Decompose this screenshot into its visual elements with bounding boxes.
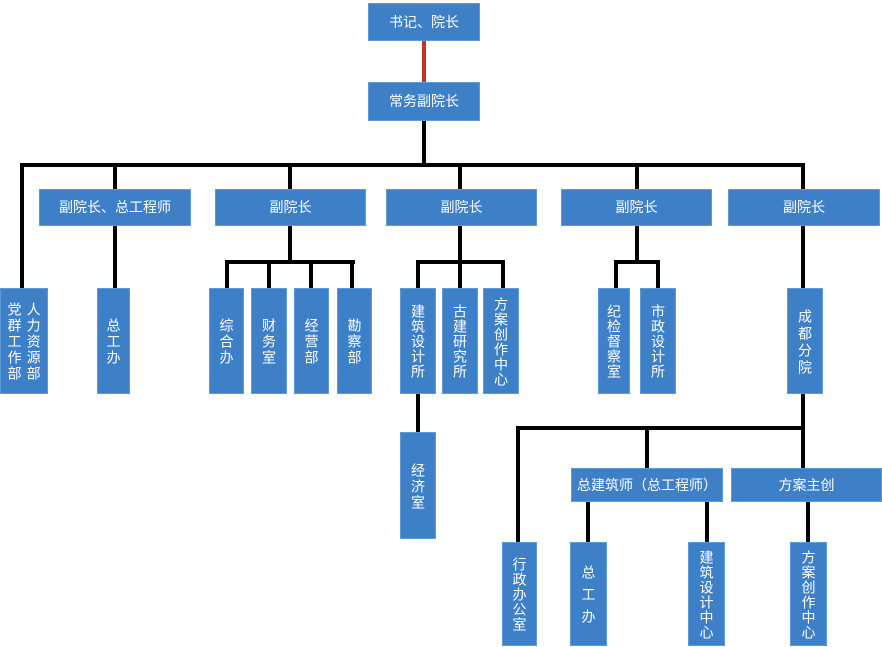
node-scheme-creation-center: 方案创作中心 (483, 288, 519, 394)
node-operations-dept: 经营部 (294, 288, 329, 394)
connector-vp3-drop-ancient-institute (458, 262, 462, 288)
node-survey-dept: 勘察部 (337, 288, 372, 394)
node-architecture-design-institute: 建筑设计所 (400, 288, 436, 394)
node-hr-dept-label: 人力资源部 (25, 302, 42, 382)
connector-branch-drop-chief-architect (645, 428, 649, 468)
connector-vp3-drop-scheme-center (501, 262, 505, 288)
node-finance-office: 财务室 (251, 288, 287, 394)
connector-vp3-stem (458, 226, 462, 264)
node-architecture-design-center: 建筑设计中心 (688, 542, 725, 646)
connector-executive-stem (422, 121, 426, 165)
connector-drop-vp5 (801, 165, 805, 191)
connector-vp4-drop-discipline-office (614, 262, 618, 288)
connector-vp2-horizontal (225, 260, 355, 264)
node-chief-architect: 总建筑师（总工程师） (571, 468, 723, 502)
node-vp-5: 副院长 (728, 189, 880, 226)
node-chief-engineer-office: 总工办 (97, 288, 130, 394)
node-plan-lead: 方案主创 (731, 468, 882, 502)
node-vp-3: 副院长 (386, 189, 537, 226)
connector-drop-vp1 (113, 165, 117, 191)
connector-chengdu-branch-stem (801, 394, 805, 468)
connector-drop-direct-departments (20, 165, 24, 288)
node-branch-scheme-creation-center: 方案创作中心 (790, 542, 827, 646)
connector-drop-vp3 (458, 165, 462, 191)
connector-vp4-horizontal (614, 260, 660, 264)
connector-vp2-stem (288, 226, 292, 264)
node-party-mass-and-hr-dept: 党群工作部 人力资源部 (0, 288, 48, 394)
connector-chief-architect-drop-design-center (705, 502, 709, 542)
connector-drop-vp2 (288, 165, 292, 191)
connector-vp3-drop-architecture-institute (416, 262, 420, 288)
connector-chairman-executive (422, 41, 426, 82)
node-general-office: 综合办 (209, 288, 244, 394)
node-vp-2: 副院长 (215, 189, 366, 226)
node-economy-office: 经济室 (400, 432, 436, 539)
connector-plan-lead-drop-scheme-center (806, 502, 810, 542)
connector-vp2-drop-general-office (225, 262, 229, 288)
connector-vp2-drop-finance-office (267, 262, 271, 288)
connector-branch-horizontal (516, 426, 805, 430)
node-executive-vp: 常务副院长 (368, 82, 480, 121)
node-party-mass-dept-label: 党群工作部 (6, 302, 23, 382)
connector-vp1-chief-engineer-office (113, 226, 117, 288)
node-discipline-inspection-office: 纪检督察室 (598, 288, 630, 394)
connector-vp2-drop-survey-dept (350, 262, 354, 288)
connector-main-horizontal (20, 163, 805, 167)
node-ancient-architecture-institute: 古建研究所 (442, 288, 478, 394)
node-branch-chief-engineer-office: 总工办 (570, 542, 607, 646)
node-chairman: 书记、院长 (368, 3, 480, 41)
connector-branch-drop-admin-office (516, 428, 520, 542)
connector-chief-architect-drop-office (586, 502, 590, 542)
node-admin-office: 行政办公室 (502, 542, 537, 646)
node-vp-4: 副院长 (561, 189, 712, 226)
connector-drop-vp4 (635, 165, 639, 191)
node-vp-chief-engineer: 副院长、总工程师 (39, 189, 191, 226)
connector-vp4-stem (635, 226, 639, 264)
connector-architecture-institute-economy-office (416, 394, 420, 432)
node-municipal-design-institute: 市政设计所 (640, 288, 676, 394)
connector-vp5-chengdu-branch (801, 226, 805, 288)
connector-vp4-drop-municipal-institute (656, 262, 660, 288)
connector-vp2-drop-operations-dept (309, 262, 313, 288)
node-chengdu-branch: 成都分院 (787, 288, 823, 394)
